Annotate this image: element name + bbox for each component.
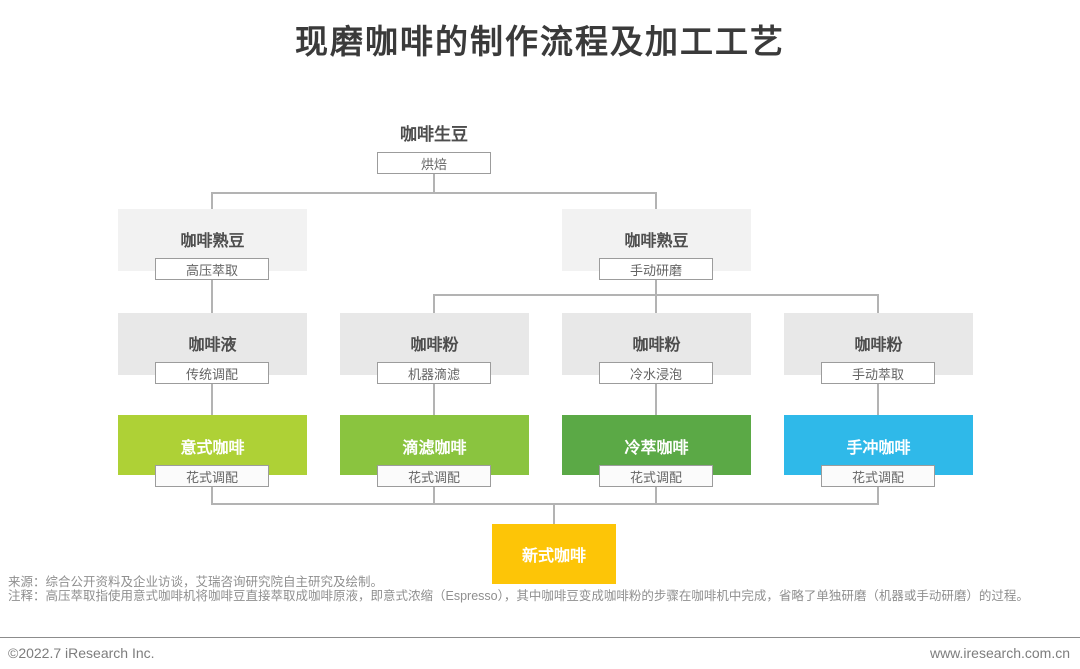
process-manual-grinding: 手动研磨 — [599, 258, 713, 280]
node-label: 咖啡液 — [188, 337, 237, 354]
connector — [433, 174, 435, 193]
connector — [655, 294, 657, 313]
connector — [211, 279, 213, 313]
process-fancy-blending-3: 花式调配 — [599, 465, 713, 487]
node-label: 咖啡粉 — [410, 337, 459, 354]
process-machine-drip: 机器滴滤 — [377, 362, 491, 384]
node-label: 咖啡熟豆 — [624, 233, 689, 250]
process-high-pressure-extraction: 高压萃取 — [155, 258, 269, 280]
connector — [877, 382, 879, 415]
node-new-style-coffee: 新式咖啡 — [492, 524, 616, 584]
process-fancy-blending-1: 花式调配 — [155, 465, 269, 487]
footer-divider — [0, 637, 1080, 638]
node-pour-over-coffee: 手冲咖啡 — [784, 415, 973, 475]
connector — [211, 192, 657, 194]
node-label: 咖啡粉 — [854, 337, 903, 354]
node-green-beans: 咖啡生豆 — [400, 125, 468, 144]
connector — [211, 503, 879, 505]
process-fancy-blending-4: 花式调配 — [821, 465, 935, 487]
connector — [655, 485, 657, 505]
node-label: 手冲咖啡 — [846, 440, 911, 457]
connector — [433, 294, 435, 313]
connector — [211, 192, 213, 210]
page-title: 现磨咖啡的制作流程及加工工艺 — [295, 23, 785, 60]
node-label: 咖啡熟豆 — [180, 233, 245, 250]
node-label: 意式咖啡 — [180, 440, 245, 457]
process-fancy-blending-2: 花式调配 — [377, 465, 491, 487]
process-manual-extraction: 手动萃取 — [821, 362, 935, 384]
connector — [211, 382, 213, 415]
node-label: 冷萃咖啡 — [624, 440, 689, 457]
process-roasting: 烘焙 — [377, 152, 491, 174]
connector — [655, 192, 657, 210]
connector — [433, 485, 435, 505]
copyright-text: ©2022.7 iResearch Inc. — [8, 645, 155, 661]
connector — [655, 279, 657, 295]
source-text: 来源：综合公开资料及企业访谈，艾瑞咨询研究院自主研究及绘制。 — [8, 575, 384, 589]
node-label: 新式咖啡 — [521, 548, 586, 565]
connector — [877, 294, 879, 313]
process-cold-water-soak: 冷水浸泡 — [599, 362, 713, 384]
note-text: 注释：高压萃取指使用意式咖啡机将咖啡豆直接萃取成咖啡原液，即意式浓缩（Espre… — [8, 589, 1029, 603]
node-label: 滴滤咖啡 — [402, 440, 467, 457]
connector — [553, 503, 555, 524]
connector — [877, 485, 879, 505]
connector — [655, 382, 657, 415]
node-label: 咖啡粉 — [632, 337, 681, 354]
website-url: www.iresearch.com.cn — [929, 645, 1070, 661]
connector — [211, 485, 213, 505]
connector — [433, 382, 435, 415]
process-traditional-blending: 传统调配 — [155, 362, 269, 384]
